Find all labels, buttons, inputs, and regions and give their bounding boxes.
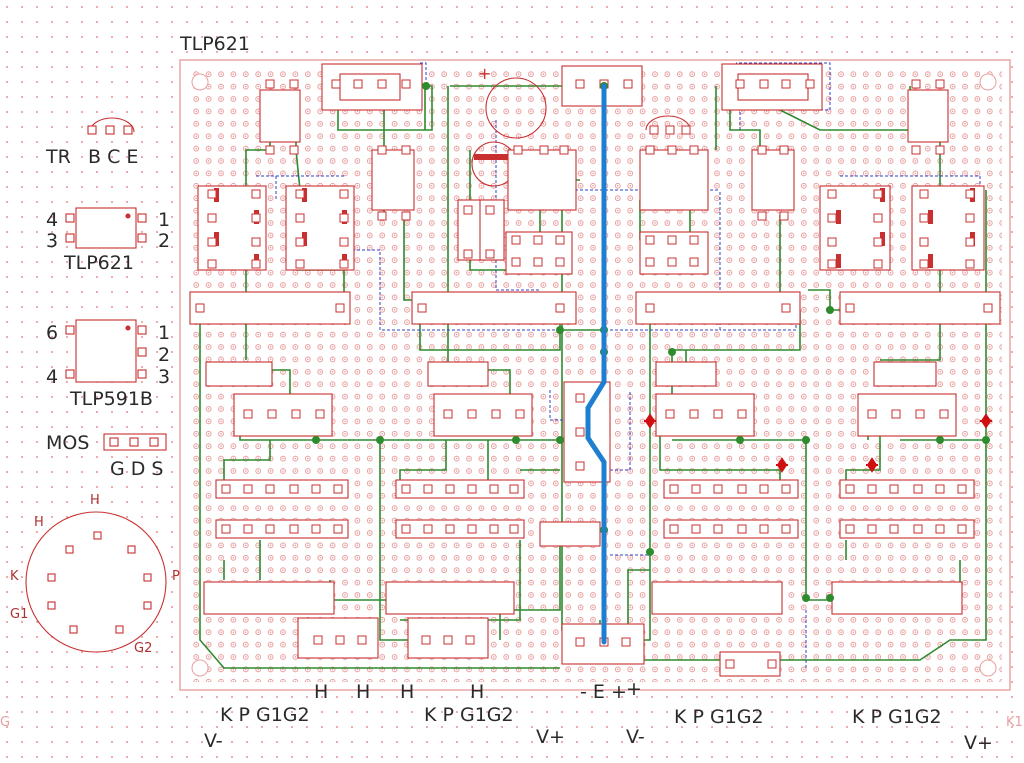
legend-tlp591b-pin1: 1 <box>158 322 171 344</box>
tube-pin-g1: G1 <box>10 607 29 622</box>
tube-pin-k: K <box>10 569 19 584</box>
v-plus-label-1: V+ <box>536 726 565 748</box>
power-label: - E + <box>580 681 627 703</box>
legend-drawings <box>25 117 167 653</box>
power-plus-mark: + <box>626 678 642 700</box>
tube-pin-h-left: H <box>34 515 44 530</box>
ground-bus <box>585 83 607 645</box>
mount-hole-bottom-left <box>191 659 209 677</box>
v-plus-label-2: V+ <box>964 732 993 754</box>
heater-label-1: H <box>314 681 329 703</box>
legend-mos-name: MOS <box>46 432 90 454</box>
legend-tlp591b-pin2: 2 <box>158 344 171 366</box>
pin-group-3: K P G1G2 <box>674 706 764 728</box>
pin-group-1: K P G1G2 <box>220 704 310 726</box>
legend-mos-pins: G D S <box>110 458 164 480</box>
component-pads <box>195 79 993 669</box>
heater-label-3: H <box>400 681 415 703</box>
tlp591b-symbol <box>75 319 137 383</box>
tube-pin-h-top: H <box>90 493 100 508</box>
v-minus-label-2: V- <box>626 726 645 748</box>
legend-tr-pins: B C E <box>88 146 139 168</box>
legend-tlp591b-pin6: 6 <box>46 322 59 344</box>
mount-hole-top-right <box>979 73 997 91</box>
legend-tlp591b-pin4: 4 <box>46 366 59 388</box>
pin-group-4: K P G1G2 <box>852 706 942 728</box>
edge-label-left: G <box>0 715 11 730</box>
pin-group-2: K P G1G2 <box>424 704 514 726</box>
edge-label-right: K1 <box>1006 715 1023 730</box>
board-title: TLP621 <box>180 33 250 55</box>
legend-tlp591b-name: TLP591B <box>70 388 153 410</box>
mount-hole-bottom-right <box>979 659 997 677</box>
cap-plus-mark: + <box>478 64 492 83</box>
perfboard <box>179 59 1011 691</box>
tube-pin-g2: G2 <box>134 641 153 656</box>
legend-tlp621-pin2: 2 <box>158 230 171 252</box>
heater-label-2: H <box>356 681 371 703</box>
legend-tlp591b-pin3: 3 <box>158 366 171 388</box>
legend-tlp621-name: TLP621 <box>64 252 134 274</box>
legend-tlp621-pin1: 1 <box>158 209 171 231</box>
legend-tlp621-pin3: 3 <box>46 230 59 252</box>
tube-pin-p: P <box>172 569 180 584</box>
legend-tlp621-pin4: 4 <box>46 209 59 231</box>
mount-hole-top-left <box>191 73 209 91</box>
error-markers <box>644 413 992 473</box>
v-minus-label-1: V- <box>204 730 223 752</box>
heater-label-4: H <box>470 681 485 703</box>
legend-tr-name: TR <box>46 146 71 168</box>
